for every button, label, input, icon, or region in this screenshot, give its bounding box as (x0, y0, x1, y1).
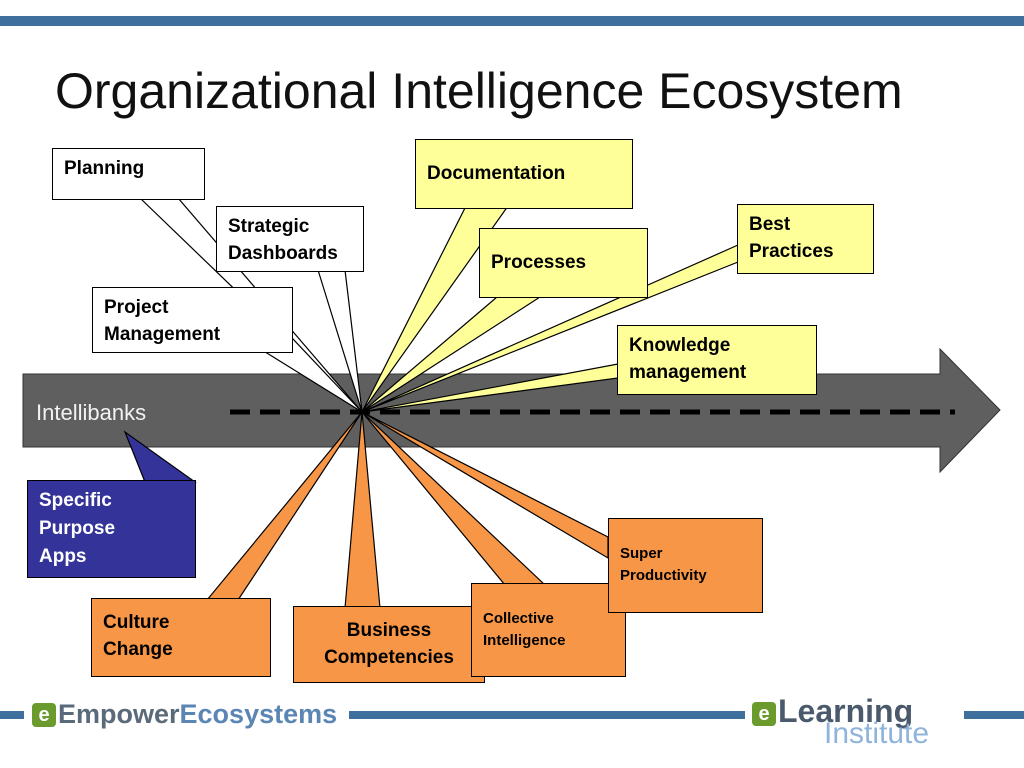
logo-institute-text: Institute (824, 717, 930, 750)
culture-line2: Change (103, 639, 173, 660)
collective-line1: Collective (483, 610, 554, 627)
strategic-line2: Dashboards (228, 243, 338, 264)
knowledge-management-callout: Knowledge management (617, 325, 817, 395)
best-line2: Practices (749, 241, 834, 262)
documentation-callout: Documentation (415, 139, 633, 209)
collective-line2: Intelligence (483, 632, 566, 649)
project-line2: Management (104, 324, 221, 345)
footer-bar-left (0, 711, 24, 719)
specific-line2: Purpose (39, 518, 116, 539)
super-line1: Super (620, 545, 663, 562)
knowledge-line1: Knowledge (629, 335, 731, 356)
logo-e-badge: e (32, 703, 56, 727)
processes-label: Processes (491, 252, 587, 273)
super-line2: Productivity (620, 567, 707, 584)
business-competencies-callout: Business Competencies (293, 606, 485, 683)
knowledge-line2: management (629, 362, 747, 383)
culture-line1: Culture (103, 612, 170, 633)
logo-learning-text: Learning (778, 693, 914, 729)
project-line1: Project (104, 297, 169, 318)
specific-line3: Apps (39, 546, 87, 567)
processes-callout: Processes (479, 228, 648, 298)
business-line2: Competencies (324, 647, 454, 668)
footer-bar-middle (349, 711, 745, 719)
title-bar (0, 16, 1024, 26)
logo-empower-text: Empower (58, 699, 180, 729)
project-management-callout: Project Management (92, 287, 293, 353)
strategic-dashboards-callout: Strategic Dashboards (216, 206, 364, 272)
specific-line1: Specific (39, 490, 112, 511)
specific-purpose-apps-callout: Specific Purpose Apps (27, 480, 196, 578)
planning-callout: Planning (52, 148, 205, 200)
logo-e-badge-right: e (752, 702, 776, 726)
best-practices-callout: Best Practices (737, 204, 874, 274)
logo-ecosystems-text: Ecosystems (179, 699, 338, 729)
business-line1: Business (346, 620, 432, 641)
super-productivity-callout: Super Productivity (608, 518, 763, 613)
collective-intelligence-callout: Collective Intelligence (471, 583, 626, 677)
intellibanks-label: Intellibanks (36, 400, 147, 425)
documentation-label: Documentation (427, 163, 566, 184)
culture-change-callout: Culture Change (91, 598, 271, 677)
strategic-line1: Strategic (228, 216, 310, 237)
best-line1: Best (749, 214, 791, 235)
planning-label: Planning (64, 158, 145, 179)
footer-bar-right (964, 711, 1024, 719)
slide-title: Organizational Intelligence Ecosystem (55, 63, 903, 119)
